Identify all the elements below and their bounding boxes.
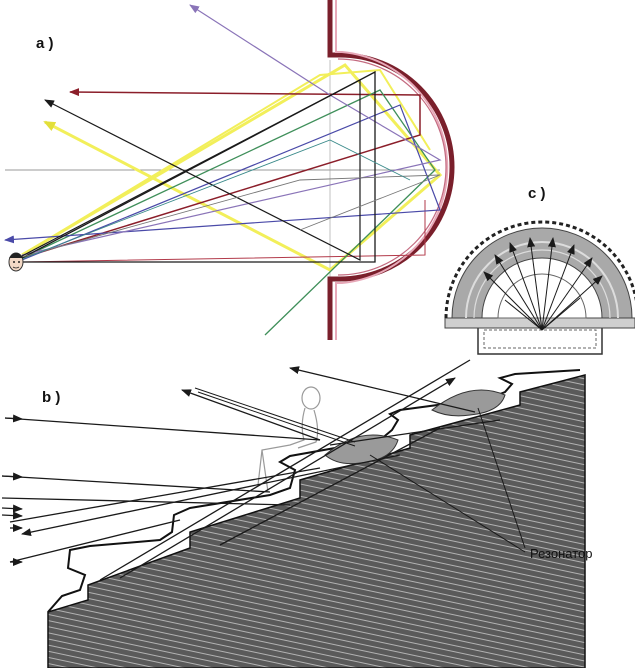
- ray-dark-red: [21, 88, 421, 259]
- panel-b-rays: [1, 359, 501, 581]
- ray-black-2: [21, 79, 361, 261]
- ray-group: [4, 4, 443, 336]
- panel-a: a ): [4, 0, 455, 340]
- theatre-cavea: [451, 227, 633, 319]
- panel-a-label: a ): [36, 35, 54, 52]
- ray-yellow-2: [21, 68, 431, 256]
- ray-teal: [21, 139, 411, 260]
- panel-c-label: c ): [528, 185, 546, 202]
- resonator-label: Резонатор: [530, 546, 592, 561]
- panel-b: Резонатор b ): [1, 359, 592, 668]
- ray-black-1: [20, 70, 376, 263]
- ray-grey: [21, 174, 441, 258]
- theatre-orchestra: [497, 273, 587, 319]
- panel-b-label: b ): [42, 389, 60, 406]
- apse-wall: [327, 0, 455, 340]
- resonator-upper: [431, 389, 506, 417]
- ray-purple: [21, 4, 442, 256]
- listener-head-icon: [8, 252, 24, 272]
- ray-red-lower: [21, 200, 426, 263]
- ray-green: [21, 89, 436, 336]
- seated-person-outline: [257, 386, 321, 493]
- seating-steps: [47, 374, 586, 668]
- double-ray: [194, 387, 356, 447]
- panel-c: c ): [444, 185, 635, 355]
- panel-c-rays: [483, 237, 603, 331]
- resonator-callout-lines: [369, 407, 526, 553]
- ray-blue: [4, 104, 441, 261]
